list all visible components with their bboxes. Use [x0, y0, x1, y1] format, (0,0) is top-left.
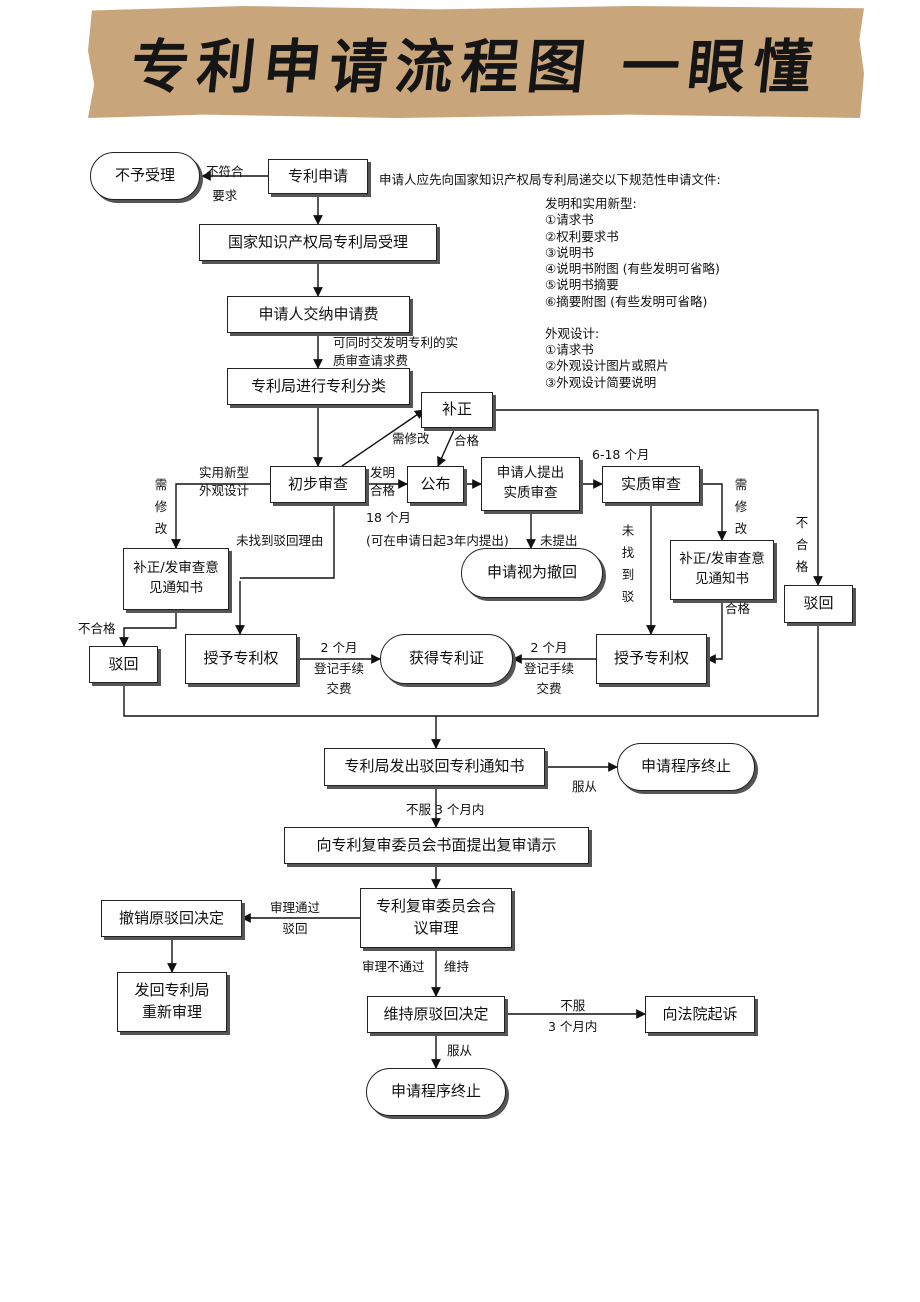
node-rejection-notice: 专利局发出驳回专利通知书 — [324, 748, 545, 786]
node-terminate-2: 申请程序终止 — [366, 1068, 506, 1116]
design-item: ②外观设计图片或照片 — [545, 358, 669, 374]
node-get-certificate: 获得专利证 — [380, 634, 513, 684]
label-qualified-top: 合格 — [454, 433, 480, 448]
node-request-substantive: 申请人提出 实质审查 — [481, 457, 580, 511]
design-item: ①请求书 — [545, 342, 594, 357]
node-reexam-request: 向专利复审委员会书面提出复审请示 — [284, 827, 589, 864]
node-sue-court: 向法院起诉 — [645, 996, 755, 1033]
label-two-months-right: 2 个月 登记手续 交费 — [524, 640, 575, 697]
node-maintain-rejection: 维持原驳回决定 — [367, 996, 505, 1033]
label-utility-design: 实用新型 外观设计 — [199, 465, 250, 499]
invention-item: ⑥摘要附图 (有些发明可省略) — [545, 293, 708, 309]
node-correction-top: 补正 — [421, 392, 493, 428]
label-comply-2: 服从 — [447, 1043, 473, 1058]
invention-item: ④说明书附图 (有些发明可省略) — [545, 261, 720, 276]
node-cnipa-accept: 国家知识产权局专利局受理 — [199, 224, 437, 261]
label-two-months-left: 2 个月 登记手续 交费 — [314, 640, 365, 697]
node-board-review: 专利复审委员会合 议审理 — [360, 888, 512, 948]
requirements-intro: 申请人应先向国家知识产权局专利局递交以下规范性申请文件: — [379, 172, 721, 187]
node-grant-right: 授予专利权 — [596, 634, 707, 684]
node-preliminary-exam: 初步审查 — [270, 466, 366, 503]
node-pay-fee: 申请人交纳申请费 — [227, 296, 410, 333]
label-unqualified-left: 不合格 — [78, 621, 116, 636]
label-unqualified-far-right: 不合格 — [795, 515, 809, 574]
node-substantive-exam: 实质审查 — [602, 466, 700, 503]
node-not-accepted: 不予受理 — [90, 152, 200, 200]
requirements-list: 发明和实用新型: ①请求书 ②权利要求书 ③说明书 ④说明书附图 (有些发明可省… — [545, 196, 720, 391]
node-correction-notice-right: 补正/发审查意 见通知书 — [670, 540, 774, 600]
label-no-reason-right: 未找到驳 — [621, 523, 635, 604]
node-grant-left: 授予专利权 — [185, 634, 297, 684]
invention-item: ②权利要求书 — [545, 228, 619, 244]
label-no-reason-left: 未找到驳回理由 — [236, 533, 324, 548]
label-months-6-18: 6-18 个月 — [592, 447, 650, 462]
label-disagree-3months: 不服 3 个月内 — [406, 802, 485, 817]
label-invention-qualified: 发明 合格 — [370, 465, 396, 499]
node-terminate-1: 申请程序终止 — [617, 743, 755, 791]
label-need-modify-top: 需修改 — [392, 431, 430, 446]
label-disagree-court: 不服 3 个月内 — [548, 998, 598, 1034]
label-qualified-right: 合格 — [725, 601, 751, 616]
node-deemed-withdrawn: 申请视为撤回 — [461, 548, 603, 598]
label-simultaneous-request: 可同时交发明专利的实 质审查请求费 — [333, 335, 459, 369]
label-need-modify-right: 需修改 — [734, 477, 748, 536]
node-publish: 公布 — [407, 466, 464, 503]
node-return-office: 发回专利局 重新审理 — [117, 972, 227, 1032]
node-reject-right: 驳回 — [784, 585, 853, 623]
label-comply-1: 服从 — [572, 779, 598, 794]
design-header: 外观设计: — [545, 325, 600, 341]
label-review-pass: 审理通过 驳回 — [270, 900, 321, 936]
label-not-conform: 不符合 要求 — [206, 164, 244, 203]
label-maintain: 维持 — [444, 959, 470, 974]
node-revoke-rejection: 撤销原驳回决定 — [101, 900, 242, 937]
node-classify: 专利局进行专利分类 — [227, 368, 410, 405]
label-months-18: 18 个月 — [366, 510, 411, 525]
label-within-3-years: (可在申请日起3年内提出) — [366, 533, 509, 548]
design-item: ③外观设计简要说明 — [545, 374, 657, 390]
invention-item: ⑤说明书摘要 — [545, 277, 619, 293]
node-reject-left: 驳回 — [89, 646, 158, 683]
invention-item: ①请求书 — [545, 212, 594, 228]
invention-header: 发明和实用新型: — [545, 196, 637, 211]
label-need-modify-left: 需修改 — [154, 477, 168, 536]
label-not-filed: 未提出 — [540, 533, 578, 548]
title-banner — [88, 6, 864, 118]
label-review-fail: 审理不通过 — [362, 959, 425, 974]
invention-item: ③说明书 — [545, 244, 594, 260]
node-patent-application: 专利申请 — [268, 159, 368, 194]
node-correction-notice-left: 补正/发审查意 见通知书 — [123, 548, 229, 610]
